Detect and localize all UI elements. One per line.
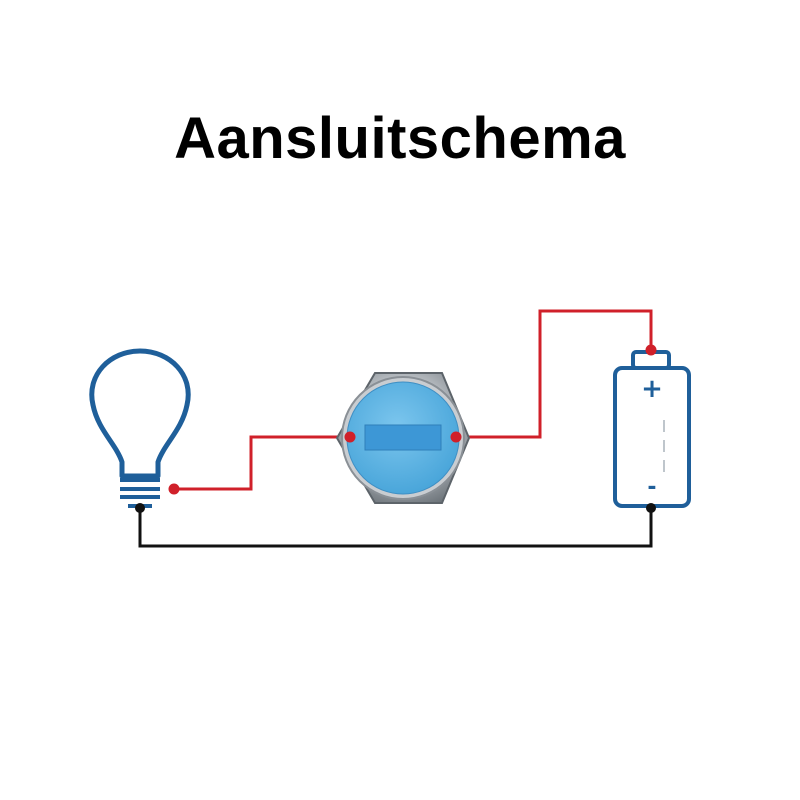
bulb-positive-terminal	[168, 483, 180, 495]
switch-left-terminal	[344, 431, 356, 443]
battery-positive-terminal	[645, 344, 657, 356]
positive-wire-bulb-to-switch	[174, 435, 350, 491]
battery-plus-label: +	[641, 374, 663, 404]
negative-wire	[138, 508, 653, 548]
push-button-switch-icon	[335, 372, 471, 504]
bulb-negative-terminal	[135, 503, 145, 513]
switch-right-terminal	[450, 431, 462, 443]
page-title: Aansluitschema	[174, 106, 626, 171]
positive-wire-switch-to-battery	[456, 309, 653, 439]
battery-minus-label: -	[647, 475, 656, 500]
battery-icon: + -	[613, 350, 691, 508]
battery-negative-terminal	[646, 503, 656, 513]
light-bulb-icon	[89, 348, 191, 508]
